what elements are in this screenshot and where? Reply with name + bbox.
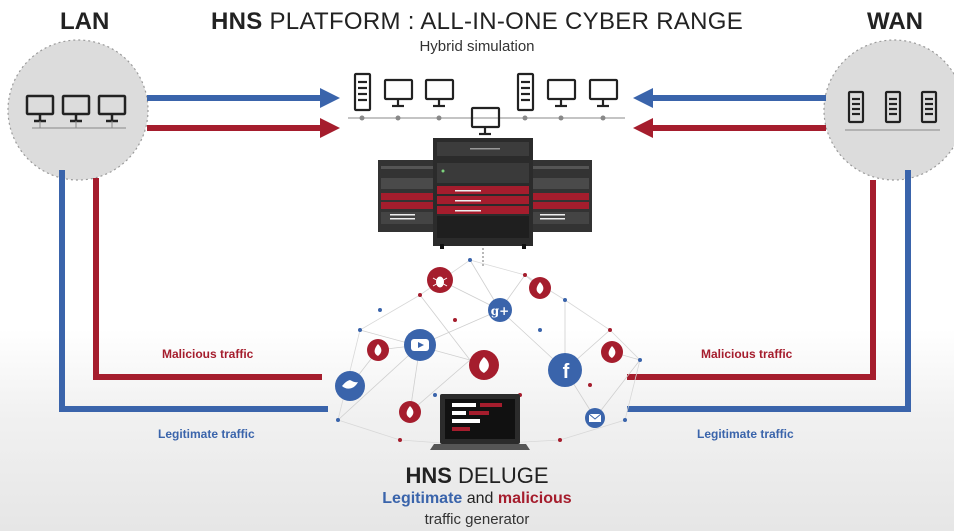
- monitor-icon: [424, 78, 455, 108]
- traffic-routes: [59, 170, 911, 412]
- server-tower-icon: [884, 90, 902, 124]
- laptop-icon: [430, 394, 530, 450]
- server-tower-icon: [847, 90, 865, 124]
- tagline-and: and: [462, 490, 498, 507]
- cloud-dots: [336, 258, 642, 447]
- deluge-title: HNS DELUGE: [0, 463, 954, 489]
- arrow-left-icon: [633, 118, 653, 138]
- mail-icon: [585, 408, 605, 428]
- left-legitimate-label: Legitimate traffic: [158, 427, 255, 441]
- server-racks: [378, 138, 592, 249]
- arrow-right-icon: [320, 88, 340, 108]
- svg-text:f: f: [563, 361, 570, 383]
- tagline-generator: traffic generator: [424, 511, 530, 528]
- cloud-icons: g+ f: [335, 267, 623, 428]
- server-rack-icon: [433, 138, 533, 249]
- youtube-icon: [404, 329, 436, 361]
- hybrid-devices: [348, 72, 625, 136]
- right-legitimate-label: Legitimate traffic: [697, 427, 794, 441]
- tagline-malicious: malicious: [497, 490, 572, 507]
- server-tower-icon: [353, 72, 372, 112]
- fire-icon: [601, 341, 623, 363]
- traffic-arrows: [147, 88, 826, 138]
- monitor-icon: [61, 94, 91, 128]
- bug-icon: [427, 267, 453, 293]
- lan-zone: [7, 39, 149, 181]
- deluge-rest: DELUGE: [451, 463, 549, 488]
- monitor-icon: [97, 94, 127, 128]
- fire-icon: [469, 350, 499, 380]
- monitor-icon: [588, 78, 619, 108]
- arrow-right-icon: [320, 118, 340, 138]
- deluge-brand: HNS: [405, 463, 452, 488]
- fire-icon: [399, 401, 421, 423]
- lan-monitors: [25, 94, 127, 129]
- right-malicious-label: Malicious traffic: [701, 347, 793, 361]
- fire-icon: [367, 339, 389, 361]
- lan-label: LAN: [60, 8, 110, 35]
- tagline-legitimate: Legitimate: [382, 490, 463, 507]
- server-tower-icon: [920, 90, 938, 124]
- page-title: HNS PLATFORM : ALL-IN-ONE CYBER RANGE: [0, 8, 954, 36]
- google-plus-icon: g+: [488, 298, 512, 322]
- wan-servers: [845, 90, 940, 131]
- arrow-left-icon: [633, 88, 653, 108]
- server-tower-icon: [516, 72, 535, 112]
- monitor-icon: [25, 94, 55, 128]
- title-rest: PLATFORM : ALL-IN-ONE CYBER RANGE: [262, 8, 744, 35]
- left-malicious-label: Malicious traffic: [162, 347, 254, 361]
- server-rack-icon: [530, 160, 592, 232]
- monitor-icon: [383, 78, 414, 108]
- facebook-icon: f: [548, 353, 582, 387]
- monitor-icon: [546, 78, 577, 108]
- twitter-icon: [335, 371, 365, 401]
- monitor-icon: [470, 106, 501, 136]
- wan-label: WAN: [867, 8, 923, 35]
- tagline: Legitimate and malicious: [0, 490, 954, 508]
- page-subtitle: Hybrid simulation: [419, 38, 535, 55]
- svg-text:g+: g+: [491, 304, 509, 318]
- fire-icon: [529, 277, 551, 299]
- title-brand: HNS: [210, 8, 263, 35]
- server-rack-icon: [378, 160, 440, 232]
